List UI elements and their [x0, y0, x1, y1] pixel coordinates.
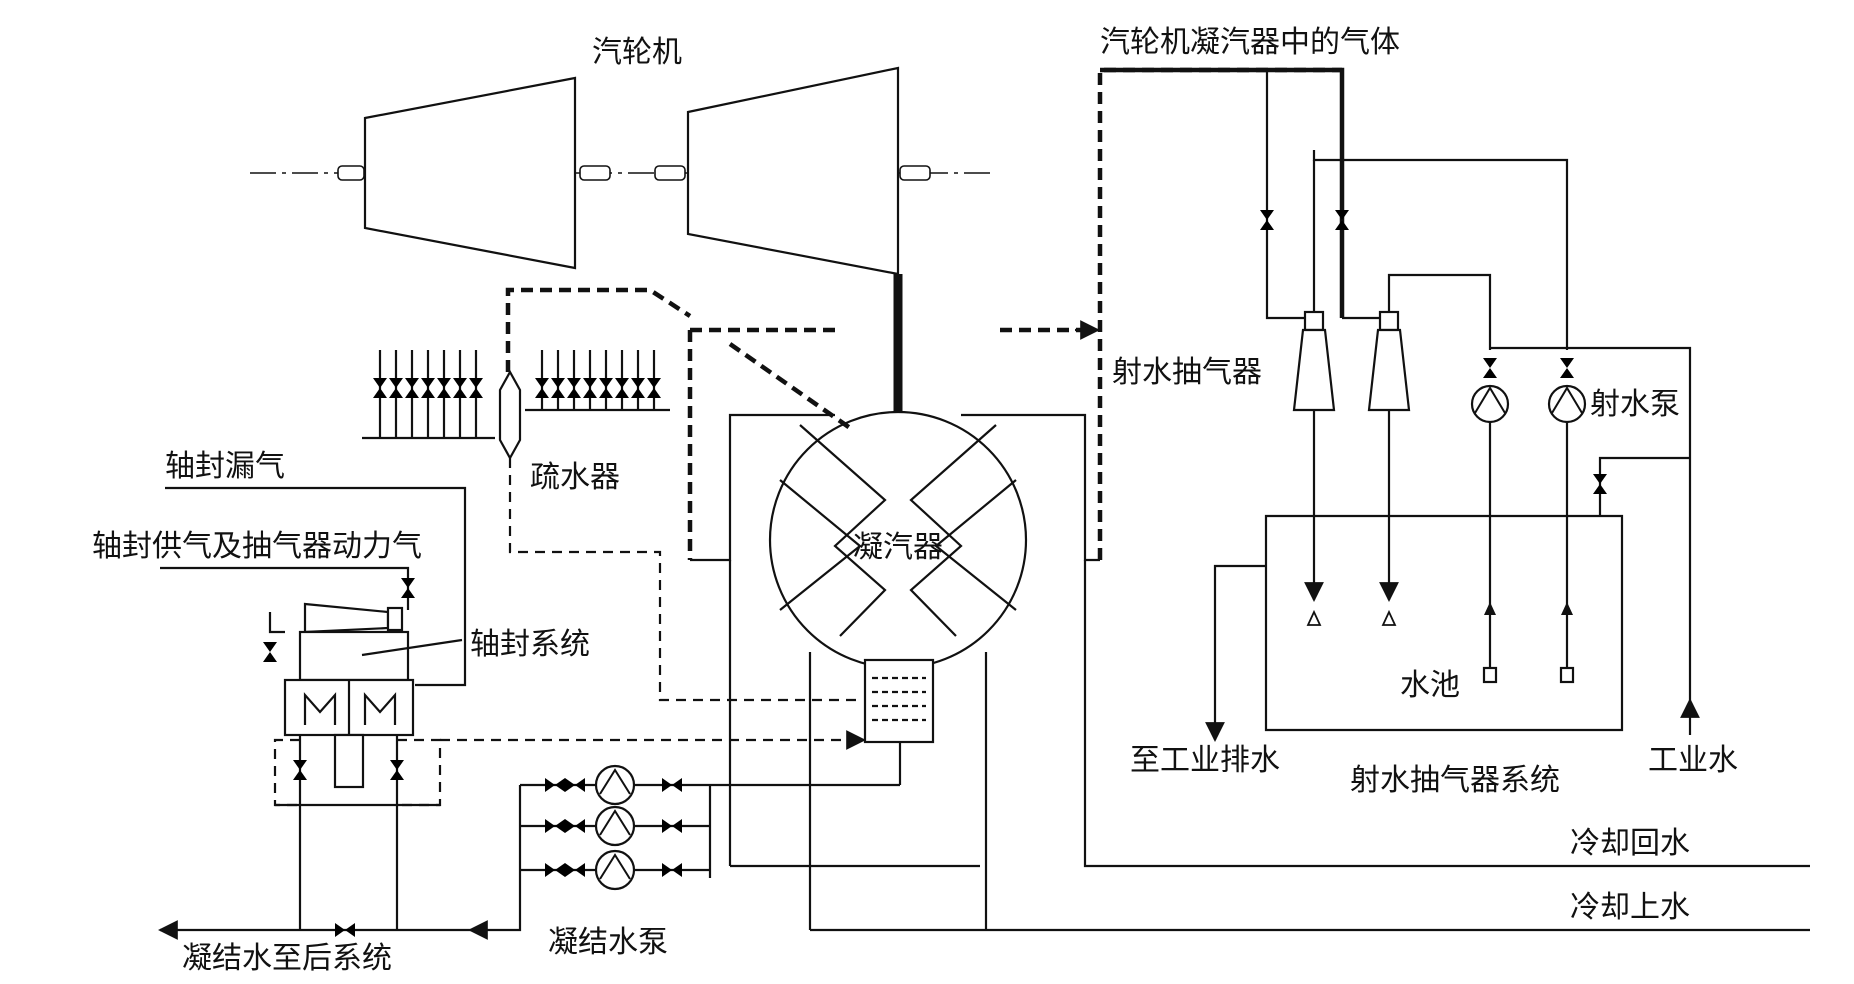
turbine-casing-1: [363, 76, 577, 270]
condenser-inner-left: [799, 424, 887, 637]
shaft-seal-vent-valve[interactable]: [263, 642, 277, 662]
shaft-seal-drain-box: [333, 733, 365, 789]
label-cooling-supply: 冷却上水: [1570, 890, 1690, 925]
condenser-left-frame: [690, 413, 835, 562]
drain-valves-left[interactable]: [373, 350, 483, 438]
water-jet-ejector-1: [1292, 310, 1336, 626]
shaft-seal-ejector: [303, 602, 404, 634]
jet-pump-2[interactable]: [1547, 358, 1587, 424]
jet-pump-2-arrow: [1561, 602, 1573, 615]
drain-trap-vessel: [498, 369, 522, 461]
shaft-coupling-1: [337, 165, 365, 181]
label-industrial-water: 工业水: [1648, 743, 1738, 778]
shaft-seal-cooler-line: [361, 638, 463, 657]
jet-pump-1[interactable]: [1470, 358, 1510, 424]
label-condenser: 凝汽器: [853, 530, 943, 565]
condensate-pump-system: [158, 742, 902, 940]
ejector-water-line-3: [1490, 346, 1692, 700]
condensate-pump-2[interactable]: [520, 805, 710, 847]
label-to-industrial-drain: 至工业排水: [1130, 743, 1280, 778]
condenser: [690, 410, 1100, 930]
industrial-water-valve[interactable]: [1593, 474, 1607, 494]
gas-header-solid: [1100, 67, 1345, 318]
water-jet-ejector-2: [1367, 310, 1411, 626]
ejector-gas-valve-2[interactable]: [1335, 210, 1349, 230]
shaft-seal-leak-line: [165, 486, 467, 687]
condensate-bypass-valve[interactable]: [335, 923, 355, 937]
suction-strainer-1: [1482, 666, 1498, 684]
jet-pump-1-arrow: [1484, 602, 1496, 615]
drain-valves-right[interactable]: [535, 350, 661, 410]
water-jet-ejector-system: [1205, 70, 1700, 742]
shaft-seal-drain-valve-1[interactable]: [293, 760, 307, 780]
label-drain-trap: 疏水器: [530, 460, 620, 495]
water-tank: [1264, 514, 1624, 732]
shaft-coupling-2: [579, 165, 611, 181]
shaft-seal-heater-coil-1: [303, 692, 337, 725]
suction-strainer-2: [1559, 666, 1575, 684]
label-shaft-seal-supply: 轴封供气及抽气器动力气: [92, 529, 422, 564]
condenser-tube-bundle-right: [934, 479, 1017, 611]
label-water-jet-ejector: 射水抽气器: [1112, 355, 1262, 390]
shaft-seal-system: [160, 486, 467, 930]
turbine: [250, 66, 990, 425]
shaft-seal-dashed-right: [397, 738, 442, 807]
shaft-seal-supply-valve[interactable]: [401, 578, 415, 598]
hotwell-water-lines: [872, 676, 926, 722]
air-extraction-lines: [687, 67, 1345, 560]
condensate-header-left: [468, 785, 522, 940]
label-jet-pump: 射水泵: [1590, 387, 1680, 422]
label-water-tank: 水池: [1400, 668, 1460, 703]
label-turbine: 汽轮机: [592, 35, 682, 70]
label-ejector-system: 射水抽气器系统: [1350, 763, 1560, 798]
shaft-seal-vent: [268, 612, 285, 634]
cooling-water-lines: [728, 560, 1810, 932]
label-turbine-condenser-gas: 汽轮机凝汽器中的气体: [1100, 25, 1400, 60]
label-condensate-pump: 凝结水泵: [548, 925, 668, 960]
ejector-water-line-1: [1387, 273, 1492, 350]
label-shaft-seal-leak: 轴封漏气: [165, 449, 285, 484]
cooling-return-line: [1083, 560, 1810, 868]
gas-diagonal: [728, 342, 852, 430]
shaft-seal-dashed-left: [273, 738, 300, 807]
label-cooling-return: 冷却回水: [1570, 826, 1690, 861]
condensate-pump-3[interactable]: [520, 849, 710, 891]
condensate-pump-1[interactable]: [520, 764, 710, 806]
shaft-coupling-3: [654, 165, 686, 181]
condenser-right-frame: [961, 413, 1100, 562]
shaft-seal-cooler-body: [298, 630, 410, 682]
drain-to-hotwell: [508, 458, 860, 702]
tank-overflow-line: [1205, 564, 1266, 742]
condenser-hotwell: [863, 658, 935, 744]
drain-trap-system: [362, 287, 866, 750]
shaft-coupling-4: [899, 165, 931, 181]
ejector-gas-valve-1[interactable]: [1260, 210, 1274, 230]
shaft-seal-drain-valve-2[interactable]: [390, 760, 404, 780]
turbine-casing-2: [686, 66, 900, 276]
label-condensate-to-next: 凝结水至后系统: [182, 941, 392, 976]
drain-header-dashed: [505, 287, 692, 372]
condenser-tube-bundle-left: [779, 479, 862, 611]
shaft-seal-supply-line: [160, 566, 410, 610]
label-shaft-seal-system: 轴封系统: [470, 627, 590, 662]
ejector-water-line-2: [1312, 150, 1569, 350]
industrial-water-feed: [1598, 456, 1690, 516]
shaft-seal-heater-coil-2: [363, 692, 397, 725]
condenser-inner-right: [909, 424, 997, 637]
ejector-branch-1: [1265, 70, 1312, 320]
